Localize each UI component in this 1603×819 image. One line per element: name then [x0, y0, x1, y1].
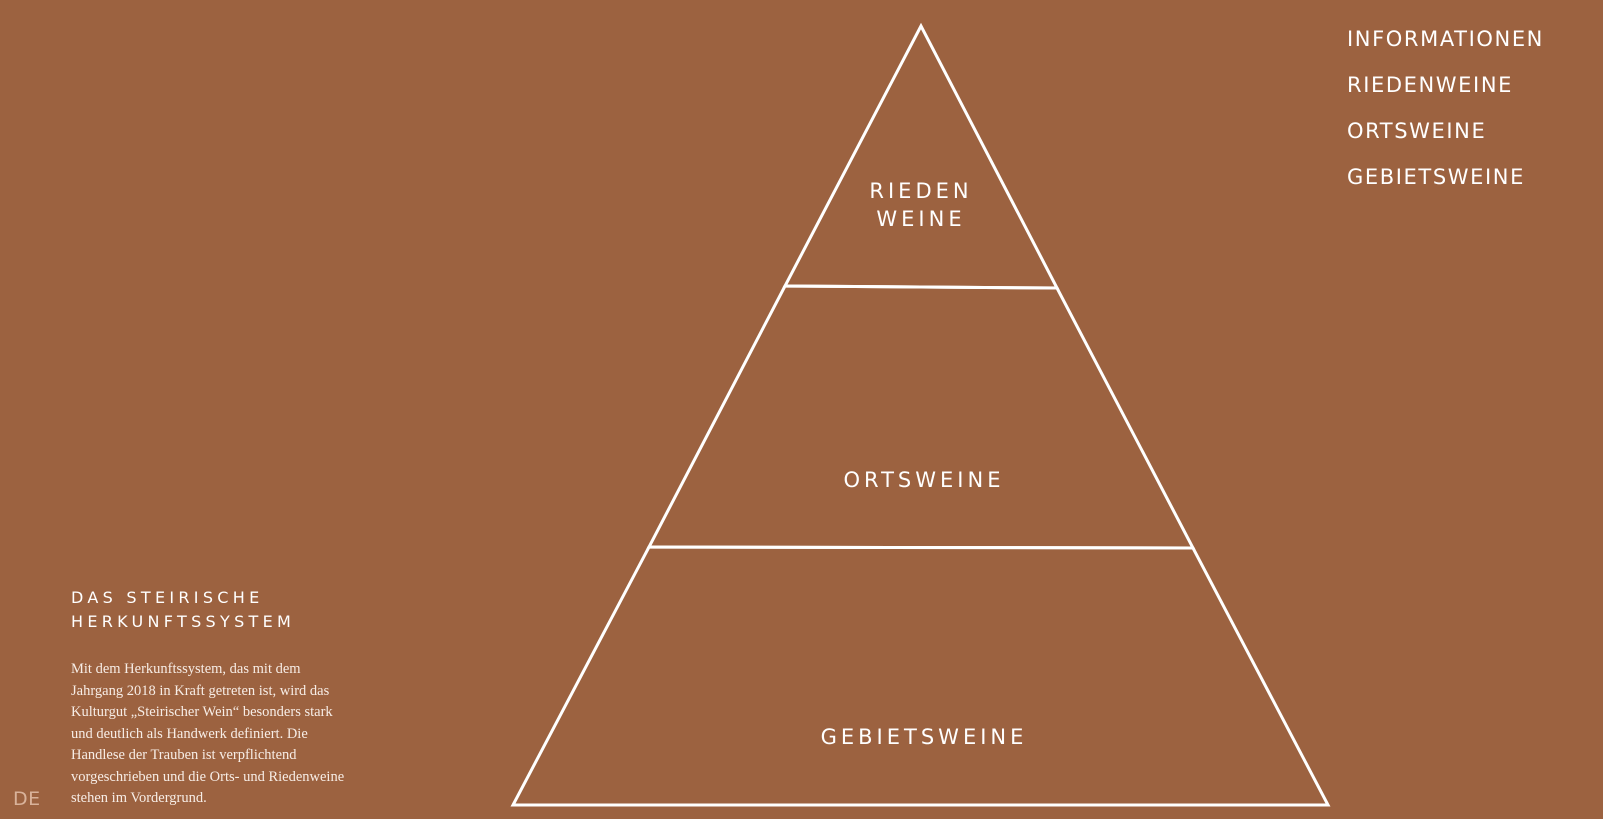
intro-title-line1: DAS STEIRISCHE [71, 588, 264, 607]
intro-body-text: Mit dem Herkunftssystem, das mit dem Jah… [71, 661, 345, 806]
nav-item-gebietsweine[interactable]: GEBIETSWEINE [1347, 165, 1525, 189]
pyramid-tier-gebietsweine[interactable] [510, 545, 1331, 807]
tier-label-ortsweine-text: ORTSWEINE [843, 468, 1005, 492]
tier-label-gebietsweine[interactable]: GEBIETSWEINE [774, 723, 1074, 751]
intro-title: DAS STEIRISCHE HERKUNFTSSYSTEM [71, 586, 371, 634]
language-switcher[interactable]: DE [13, 788, 41, 810]
nav-item-informationen[interactable]: INFORMATIONEN [1347, 27, 1544, 51]
tier-label-riedenweine-line2: WEINE [876, 207, 966, 231]
main-navigation: INFORMATIONEN RIEDENWEINE ORTSWEINE GEBI… [1347, 25, 1597, 209]
tier-label-gebietsweine-text: GEBIETSWEINE [820, 725, 1028, 749]
nav-item-riedenweine[interactable]: RIEDENWEINE [1347, 73, 1514, 97]
tier-label-riedenweine[interactable]: RIEDEN WEINE [821, 177, 1021, 233]
intro-section: DAS STEIRISCHE HERKUNFTSSYSTEM Mit dem H… [71, 586, 371, 810]
intro-title-line2: HERKUNFTSSYSTEM [71, 612, 296, 631]
tier-label-ortsweine[interactable]: ORTSWEINE [774, 466, 1074, 494]
tier-label-riedenweine-line1: RIEDEN [869, 179, 973, 203]
nav-item-ortsweine[interactable]: ORTSWEINE [1347, 119, 1487, 143]
